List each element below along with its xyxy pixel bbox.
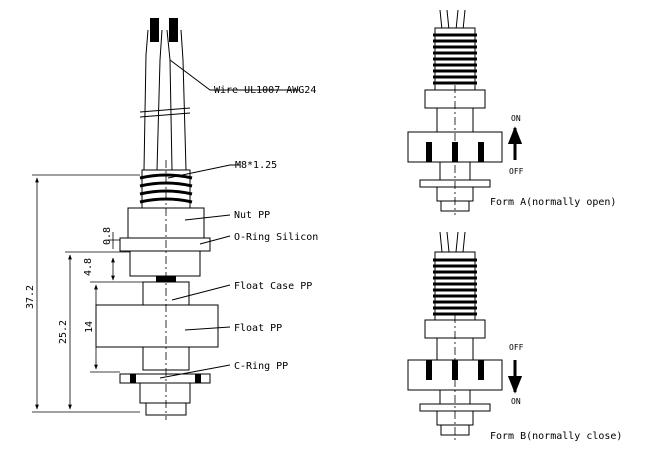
form-b-bottom: ON <box>511 397 521 406</box>
form-b-assembly <box>407 231 523 440</box>
wire-icon <box>139 18 191 171</box>
form-b-top: OFF <box>509 343 524 352</box>
float-case-label: Float Case PP <box>234 281 312 292</box>
dim-overall: 37.2 <box>25 285 36 309</box>
dim-oring: 0.8 <box>102 227 113 245</box>
form-a-assembly <box>407 9 523 215</box>
dim-float-h: 14 <box>84 321 95 333</box>
wire-label: Wire UL1007 AWG24 <box>214 85 316 96</box>
nut-label: Nut PP <box>234 210 270 221</box>
thread-label: M8*1.25 <box>235 160 277 171</box>
form-a-bottom: OFF <box>509 167 524 176</box>
form-a-caption: Form A(normally open) <box>490 197 616 208</box>
float-body <box>95 304 219 348</box>
cring-label: C-Ring PP <box>234 361 288 372</box>
dim-lower: 25.2 <box>58 320 69 344</box>
form-b-caption: Form B(normally close) <box>490 431 622 442</box>
dim-gap: 4.8 <box>83 258 94 276</box>
form-a-top: ON <box>511 114 521 123</box>
oring-flange <box>119 237 211 252</box>
main-assembly <box>32 18 300 420</box>
float-label: Float PP <box>234 323 282 334</box>
oring-label: O-Ring Silicon <box>234 232 318 243</box>
